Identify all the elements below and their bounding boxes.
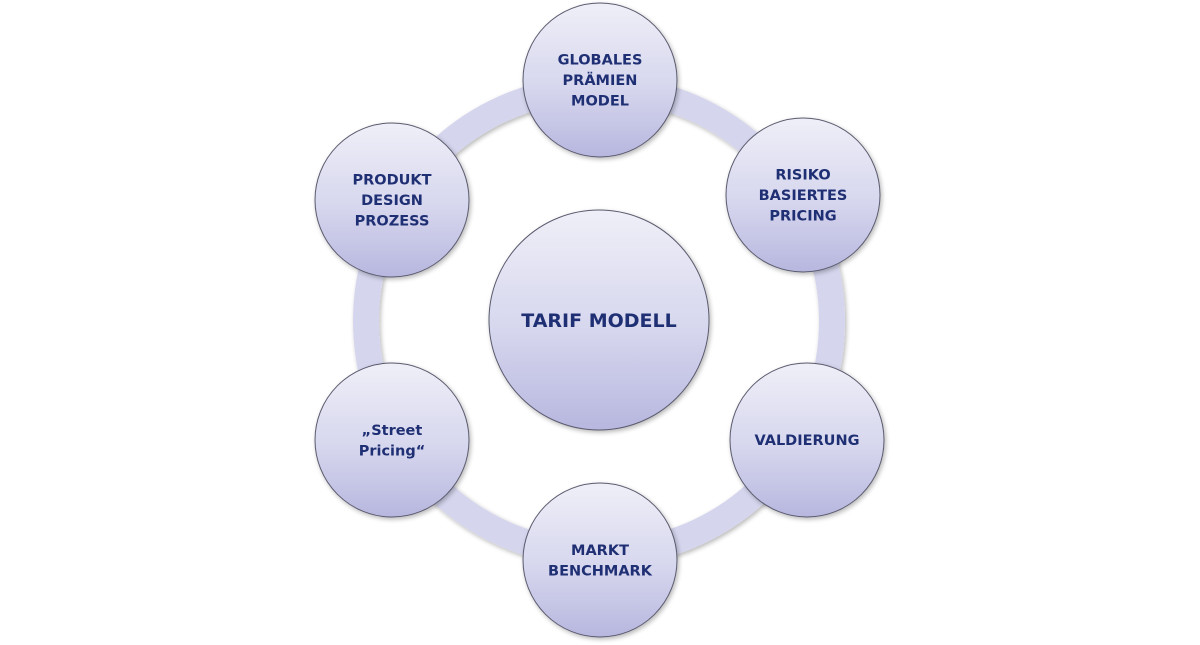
node-circle [314, 362, 470, 518]
node-label-line: VALDIERUNG [754, 433, 859, 449]
node-valdierung: VALDIERUNG [729, 362, 885, 518]
center-node-label: TARIF MODELL [521, 310, 677, 332]
node-label-line: Pricing“ [359, 443, 426, 459]
node-label-line: MODEL [571, 94, 629, 110]
node-label-line: BENCHMARK [548, 563, 653, 579]
node-risiko-basiertes-pricing: RISIKO BASIERTES PRICING [725, 117, 881, 273]
node-globales-praemien-model: GLOBALES PRÄMIEN MODEL [522, 2, 678, 158]
node-label-line: PRÄMIEN [563, 72, 638, 89]
node-circle [522, 482, 678, 638]
node-label-line: PROZESS [355, 214, 430, 230]
node-circle [314, 122, 470, 278]
node-label-line: BASIERTES [759, 188, 848, 204]
node-label-line: MARKT [571, 543, 629, 559]
node-label-line: DESIGN [361, 193, 423, 209]
node-circle [729, 362, 885, 518]
node-label-line: PRODUKT [352, 173, 431, 189]
center-node [488, 209, 710, 431]
node-circle [522, 2, 678, 158]
node-produkt-design-prozess: PRODUKT DESIGN PROZESS [314, 122, 470, 278]
node-markt-benchmark: MARKT BENCHMARK [522, 482, 678, 638]
node-label-line: „Street [362, 423, 423, 439]
node-label-line: GLOBALES [558, 53, 643, 69]
node-label-line: PRICING [769, 209, 836, 225]
node-label-line: RISIKO [775, 168, 830, 184]
node-circle [725, 117, 881, 273]
center-circle [488, 209, 710, 431]
